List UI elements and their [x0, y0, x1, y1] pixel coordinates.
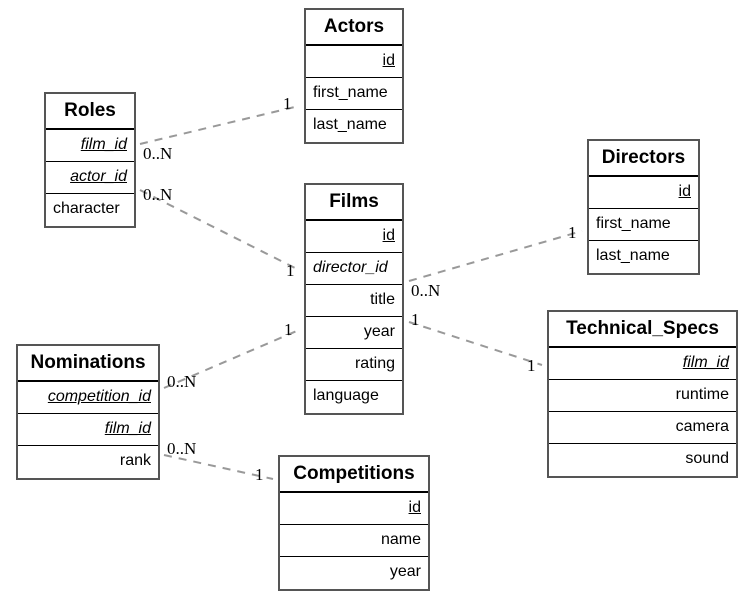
attribute-label-roles-actor_id: actor_id	[70, 168, 127, 185]
attribute-label-actors-id: id	[382, 52, 395, 69]
entity-attribute-row[interactable]: character	[46, 194, 134, 226]
entity-attribute-row[interactable]: actor_id	[46, 162, 134, 194]
relationship-line-films-directors	[408, 230, 583, 282]
entity-attribute-row[interactable]: year	[306, 317, 402, 349]
entity-title-films: Films	[306, 185, 402, 221]
attribute-label-directors-first_name: first_name	[596, 215, 671, 232]
entity-title-actors: Actors	[306, 10, 402, 46]
attribute-label-competitions-name: name	[380, 531, 421, 548]
cardinality-label-nominations-competitions-to: 1	[255, 465, 264, 484]
entity-title-roles: Roles	[46, 94, 134, 130]
attribute-label-films-year: year	[363, 323, 395, 340]
cardinality-label-films-directors-to: 1	[568, 223, 577, 242]
entity-attribute-row[interactable]: name	[280, 525, 428, 557]
entity-title-competitions: Competitions	[280, 457, 428, 493]
entity-title-directors: Directors	[589, 141, 698, 177]
entity-box-roles[interactable]: Roles film_id actor_id character	[44, 92, 136, 228]
entity-attribute-row[interactable]: director_id	[306, 253, 402, 285]
attribute-label-films-rating: rating	[354, 355, 395, 372]
attribute-label-films-language: language	[313, 387, 379, 404]
entity-attribute-row[interactable]: title	[306, 285, 402, 317]
attribute-label-roles-film_id: film_id	[80, 136, 127, 153]
entity-title-nominations: Nominations	[18, 346, 158, 382]
entity-attribute-row[interactable]: id	[589, 177, 698, 209]
attribute-label-technical_specs-runtime: runtime	[675, 386, 729, 403]
attribute-label-films-director_id: director_id	[313, 259, 388, 276]
entity-title-technical_specs: Technical_Specs	[549, 312, 736, 348]
entity-attribute-row[interactable]: competition_id	[18, 382, 158, 414]
cardinality-label-roles-actors-from: 0..N	[143, 144, 173, 163]
entity-attribute-row[interactable]: runtime	[549, 380, 736, 412]
entity-attribute-row[interactable]: language	[306, 381, 402, 413]
attribute-label-nominations-competition_id: competition_id	[47, 388, 151, 405]
entity-box-actors[interactable]: Actors id first_name last_name	[304, 8, 404, 144]
entity-attribute-row[interactable]: sound	[549, 444, 736, 476]
entity-box-competitions[interactable]: Competitions id name year	[278, 455, 430, 591]
attribute-label-competitions-id: id	[408, 499, 421, 516]
attribute-label-actors-last_name: last_name	[313, 116, 387, 133]
cardinality-label-films-technical_specs-to: 1	[527, 356, 536, 375]
cardinality-label-nominations-films-from: 0..N	[167, 372, 197, 391]
cardinality-label-roles-films-to: 1	[286, 261, 295, 280]
entity-attribute-row[interactable]: rating	[306, 349, 402, 381]
cardinality-label-nominations-competitions-from: 0..N	[167, 439, 197, 458]
entity-attribute-row[interactable]: last_name	[589, 241, 698, 273]
attribute-label-technical_specs-sound: sound	[685, 450, 729, 467]
attribute-label-competitions-year: year	[389, 563, 421, 580]
cardinality-label-roles-actors-to: 1	[283, 94, 292, 113]
attribute-label-actors-first_name: first_name	[313, 84, 388, 101]
attribute-label-nominations-film_id: film_id	[104, 420, 151, 437]
attribute-label-films-id: id	[382, 227, 395, 244]
entity-attribute-row[interactable]: rank	[18, 446, 158, 478]
entity-attribute-row[interactable]: first_name	[306, 78, 402, 110]
entity-attribute-row[interactable]: film_id	[46, 130, 134, 162]
entity-attribute-row[interactable]: film_id	[549, 348, 736, 380]
cardinality-label-films-technical_specs-from: 1	[411, 310, 420, 329]
attribute-label-films-title: title	[370, 291, 395, 308]
entity-attribute-row[interactable]: id	[306, 221, 402, 253]
attribute-label-roles-character: character	[53, 200, 120, 217]
entity-attribute-row[interactable]: first_name	[589, 209, 698, 241]
entity-attribute-row[interactable]: id	[280, 493, 428, 525]
relationship-line-films-technical_specs	[408, 321, 543, 366]
cardinality-label-nominations-films-to: 1	[284, 320, 293, 339]
entity-attribute-row[interactable]: film_id	[18, 414, 158, 446]
cardinality-label-roles-films-from: 0..N	[143, 185, 173, 204]
cardinality-label-films-directors-from: 0..N	[411, 281, 441, 300]
attribute-label-directors-id: id	[678, 183, 691, 200]
attribute-label-directors-last_name: last_name	[596, 247, 670, 264]
relationship-line-roles-actors	[139, 105, 300, 145]
attribute-label-technical_specs-film_id: film_id	[682, 354, 729, 371]
attribute-label-nominations-rank: rank	[119, 452, 151, 469]
entity-attribute-row[interactable]: last_name	[306, 110, 402, 142]
attribute-label-technical_specs-camera: camera	[675, 418, 729, 435]
entity-attribute-row[interactable]: camera	[549, 412, 736, 444]
entity-box-directors[interactable]: Directors id first_name last_name	[587, 139, 700, 275]
entity-attribute-row[interactable]: id	[306, 46, 402, 78]
entity-attribute-row[interactable]: year	[280, 557, 428, 589]
